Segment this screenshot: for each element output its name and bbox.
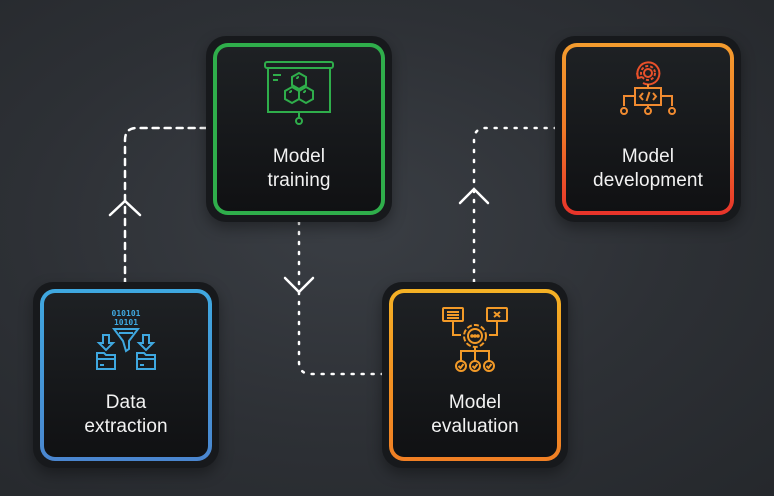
node-label-line2: extraction: [84, 416, 168, 437]
node-label-line1: Model: [272, 146, 326, 167]
code-flow-icon: [620, 61, 676, 115]
edge-evaluation-to-development: [472, 126, 557, 284]
node-label-line2: training: [267, 170, 331, 191]
node-label-line2: development: [593, 170, 703, 191]
node-data-extraction: 010101 10101 Data extraction: [33, 282, 219, 468]
svg-text:10101: 10101: [114, 318, 138, 327]
node-border: Model development: [562, 43, 734, 215]
node-label-line1: Data: [105, 392, 147, 413]
arrowhead-up-2: [458, 187, 490, 205]
node-label-line1: Model: [448, 392, 502, 413]
arrowhead-up-1: [108, 199, 142, 217]
node-border: Model evaluation: [389, 289, 561, 461]
gear-checklist-icon: [442, 307, 508, 372]
node-model-development: Model development: [555, 36, 741, 222]
node-border: 010101 10101 Data extraction: [40, 289, 212, 461]
node-model-evaluation: Model evaluation: [382, 282, 568, 468]
svg-text:010101: 010101: [112, 309, 141, 318]
edge-extraction-to-training: [123, 126, 208, 287]
edge-training-to-evaluation: [297, 220, 384, 376]
node-model-training: Model training: [206, 36, 392, 222]
arrowhead-down: [283, 276, 315, 294]
presentation-hexagons-icon: [264, 61, 334, 125]
node-label-line1: Model: [621, 146, 675, 167]
funnel-data-icon: 010101 10101: [96, 309, 156, 370]
node-label-line2: evaluation: [431, 416, 519, 437]
node-border: Model training: [213, 43, 385, 215]
